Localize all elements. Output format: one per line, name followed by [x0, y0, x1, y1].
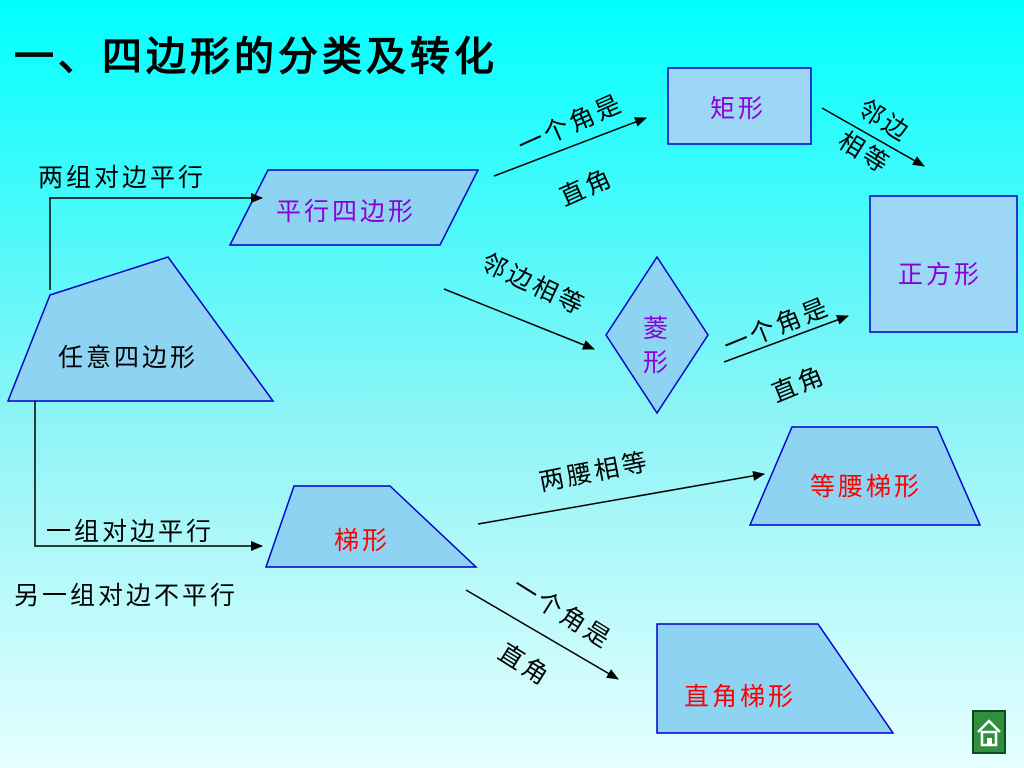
label-one-pair-parallel: 一组对边平行: [46, 517, 215, 546]
node-parallelogram: 平行四边形: [276, 197, 417, 226]
arrow-to-parallelogram: [49, 193, 263, 290]
arrow-parallelogram-to-rectangle: [493, 117, 647, 177]
label-adjacent-sides-equal: 邻边相等: [477, 247, 591, 321]
right-trapezoid-shape: [656, 623, 895, 734]
label-right-angle-1: 直角: [555, 163, 618, 212]
label-two-pairs-parallel: 两组对边平行: [38, 163, 207, 192]
arrow-rectangle-to-square: [821, 107, 925, 167]
node-rhombus: 菱形: [643, 314, 669, 377]
label-one-right-angle-1: 一个角是: [513, 88, 627, 160]
node-isosceles-trapezoid: 等腰梯形: [810, 472, 923, 501]
node-arbitrary-quadrilateral: 任意四边形: [58, 343, 199, 372]
label-other-pair-not-parallel: 另一组对边不平行: [14, 581, 239, 610]
page-title: 一、四边形的分类及转化: [14, 33, 498, 80]
parallelogram-shape: [228, 169, 480, 246]
square-shape: [869, 195, 1018, 333]
label-right-angle-3: 直角: [493, 638, 556, 692]
node-square: 正方形: [898, 260, 983, 289]
node-trapezoid: 梯形: [334, 526, 391, 555]
isosceles-trapezoid-shape: [748, 426, 982, 526]
trapezoid-shape: [264, 485, 478, 568]
home-button[interactable]: [972, 710, 1006, 754]
node-rectangle: 矩形: [710, 94, 767, 123]
rhombus-shape: [605, 255, 709, 415]
arbitrary-quadrilateral-shape: [6, 256, 275, 402]
arrow-rhombus-to-square: [723, 315, 849, 363]
label-right-angle-2: 直角: [767, 360, 830, 408]
home-icon: [977, 719, 1001, 747]
label-one-right-angle-2: 一个角是: [719, 292, 834, 361]
label-one-right-angle-3: 一个角是: [507, 571, 617, 655]
node-right-trapezoid: 直角梯形: [684, 682, 797, 711]
arrow-trapezoid-to-right-trapezoid: [465, 589, 619, 680]
arrow-trapezoid-to-isosceles: [477, 470, 765, 525]
rectangle-shape: [667, 67, 812, 145]
arrow-to-trapezoid: [34, 401, 263, 551]
label-legs-equal: 两腰相等: [537, 447, 652, 497]
arrow-parallelogram-to-rhombus: [443, 288, 595, 350]
